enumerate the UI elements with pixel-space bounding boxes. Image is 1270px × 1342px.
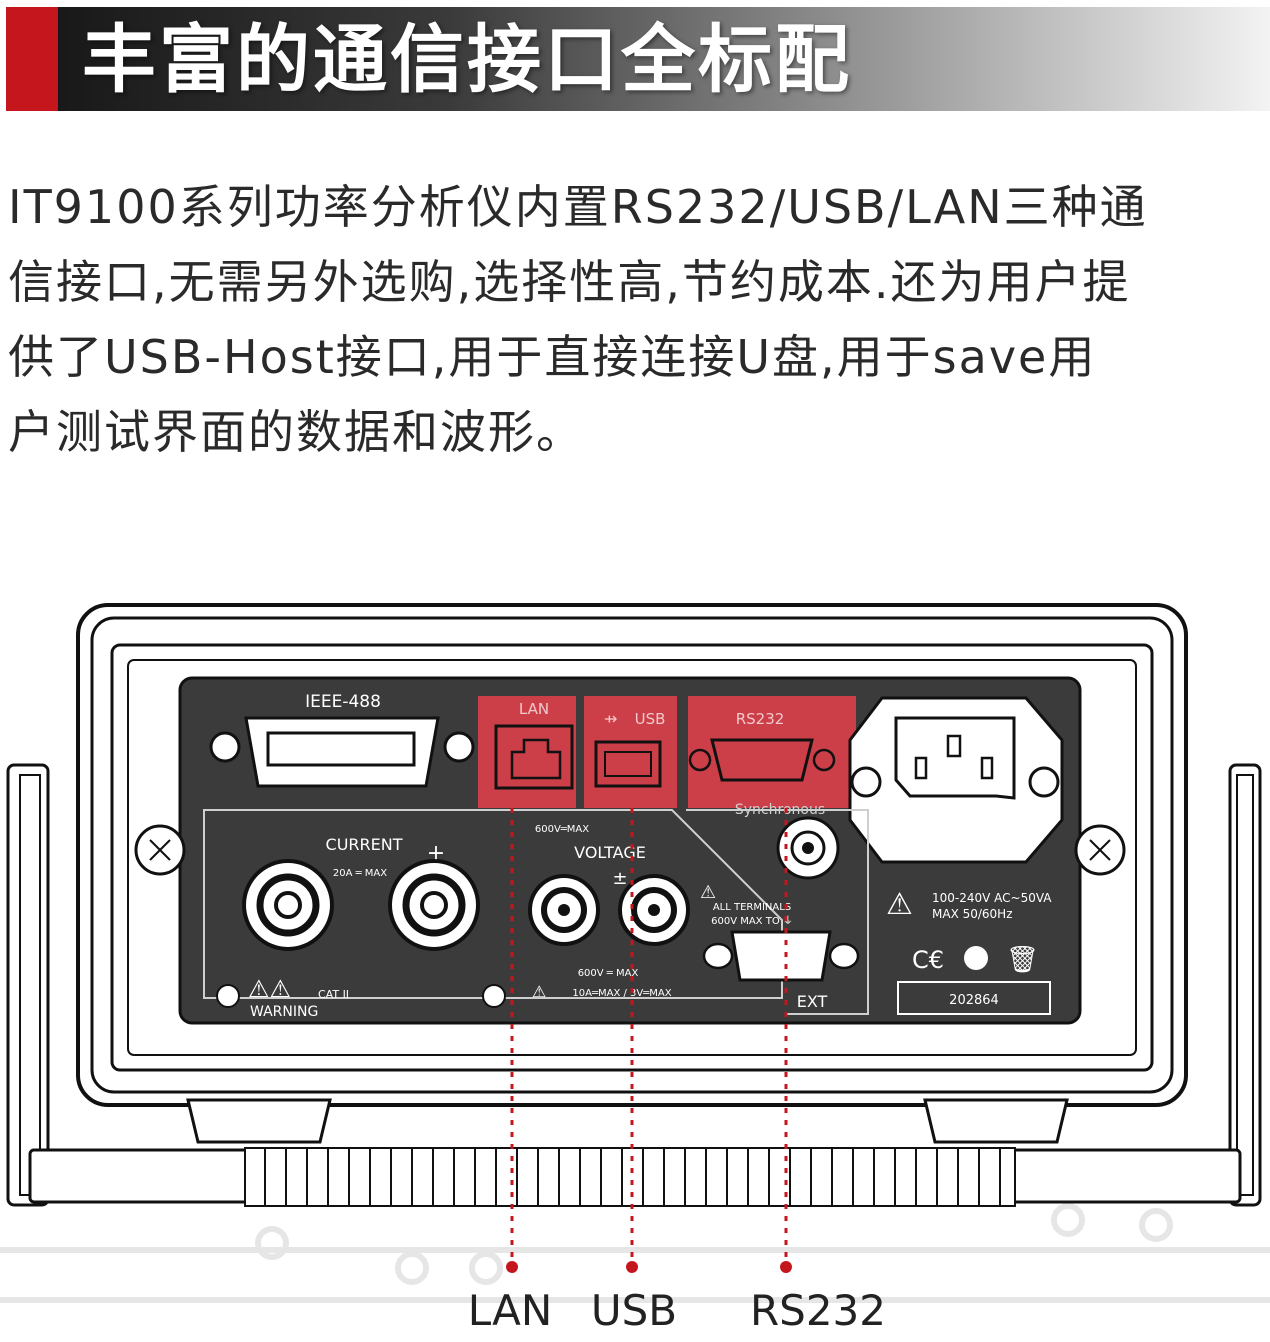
warning-label: WARNING xyxy=(250,1004,318,1020)
power-inlet[interactable] xyxy=(848,696,1064,864)
current-plus-terminal[interactable] xyxy=(388,859,480,951)
current-label: CURRENT xyxy=(326,835,403,854)
callout-lan-label: LAN xyxy=(468,1286,553,1335)
current-rating: 20A ═ MAX xyxy=(333,868,387,879)
lan-port[interactable] xyxy=(478,696,576,808)
cat-label: CAT II xyxy=(318,988,349,1001)
ext-label: EXT xyxy=(797,992,828,1011)
page-title: 丰富的通信接口全标配 xyxy=(82,17,852,103)
ground-screw-icon xyxy=(216,984,506,1008)
vent-grille xyxy=(244,1147,1016,1207)
terminals-note: 600V MAX TO ⏚ xyxy=(711,915,793,927)
warning-triangle-icon: ⚠⚠ xyxy=(248,975,291,1003)
lan-label: LAN xyxy=(519,700,549,718)
serial-number: 202864 xyxy=(949,993,999,1008)
callout-dots xyxy=(506,1261,792,1273)
callout-usb-label: USB xyxy=(591,1286,677,1335)
power-rating: 100-240V AC~50VA xyxy=(932,891,1052,905)
usb-icon: ⇸ xyxy=(604,709,617,728)
current-bottom-rating: 10A═MAX / 3V═MAX xyxy=(572,988,671,999)
rear-panel-figure: IEEE-488 LAN ⇸ USB RS232 Synchronous xyxy=(0,560,1270,1342)
voltage-plusminus: ± xyxy=(612,868,627,889)
chassis-inner xyxy=(90,616,1174,1094)
current-terminal[interactable] xyxy=(242,859,334,951)
voltage-bottom-rating: 600V ═ MAX xyxy=(578,968,639,979)
voltage-label: VOLTAGE xyxy=(574,843,646,862)
description-line: 户测试界面的数据和波形。 xyxy=(8,405,584,459)
description: IT9100系列功率分析仪内置RS232/USB/LAN三种通 信接口,无需另外… xyxy=(8,170,1248,470)
warning-triangle-icon: ⚠ xyxy=(886,887,913,922)
callout-rs232-label: RS232 xyxy=(750,1286,886,1335)
voltage-top-rating: 600V═MAX xyxy=(535,824,589,835)
usb-label: USB xyxy=(635,710,666,728)
serial-box xyxy=(897,981,1051,1015)
ce-mark-icon: C€ xyxy=(912,946,944,974)
title-banner xyxy=(6,7,1270,111)
voltage-plus-terminal[interactable] xyxy=(618,874,690,946)
circuit-background xyxy=(0,1203,1270,1303)
power-rating: MAX 50/60Hz xyxy=(932,907,1013,921)
ext-connector[interactable] xyxy=(702,930,860,982)
rs232-label: RS232 xyxy=(736,710,785,728)
ieee-488-connector[interactable] xyxy=(209,716,475,788)
description-line: 信接口,无需另外选购,选择性高,节约成本.还为用户提 xyxy=(8,255,1131,309)
synchronous-bnc-connector[interactable] xyxy=(776,816,840,880)
description-line: 供了USB-Host接口,用于直接连接U盘,用于save用 xyxy=(8,330,1097,384)
callout-lines xyxy=(510,808,788,1264)
rs232-port[interactable] xyxy=(688,696,856,808)
warning-triangle-icon: ⚠ xyxy=(700,882,716,903)
banner-accent-bar xyxy=(6,7,58,111)
ieee-label: IEEE-488 xyxy=(305,692,381,712)
terminal-area-outline xyxy=(203,809,869,1015)
warning-triangle-icon: ⚠ xyxy=(532,982,546,1001)
terminals-note: ALL TERMINALS xyxy=(713,902,791,913)
usb-port[interactable] xyxy=(584,696,677,808)
description-line: IT9100系列功率分析仪内置RS232/USB/LAN三种通 xyxy=(8,180,1148,234)
certification-icon xyxy=(964,946,988,970)
voltage-terminal[interactable] xyxy=(528,874,600,946)
chassis-feet xyxy=(186,1098,1069,1144)
weee-bin-icon: 🗑 xyxy=(1006,945,1039,975)
